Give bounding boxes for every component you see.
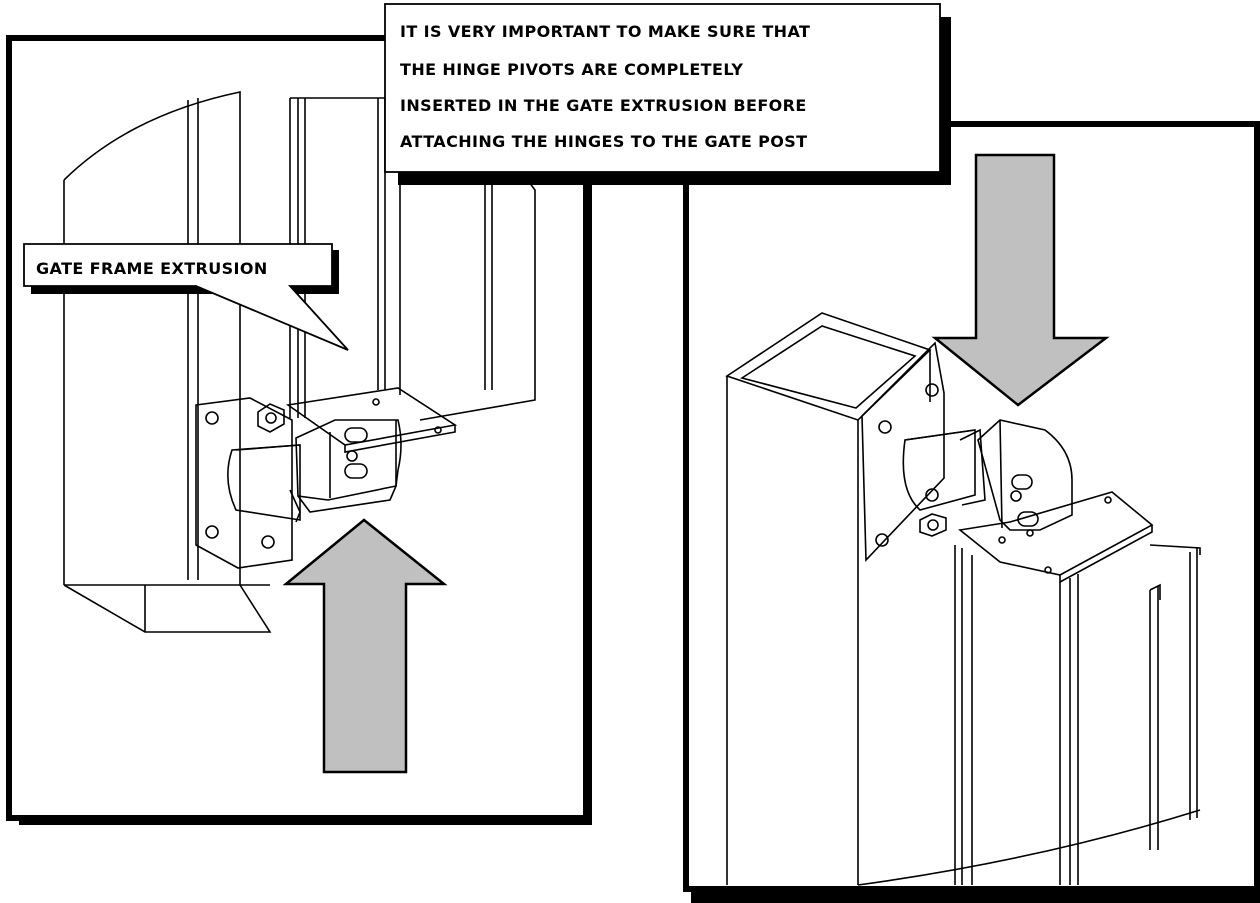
callout-bubble [23, 243, 349, 351]
note-line-3: INSERTED IN THE GATE EXTRUSION BEFORE [400, 96, 807, 115]
important-note-callout: IT IS VERY IMPORTANT TO MAKE SURE THAT T… [384, 3, 951, 185]
gate-frame-extrusion-callout: GATE FRAME EXTRUSION [23, 243, 349, 351]
gate-frame-extrusion-label: GATE FRAME EXTRUSION [36, 259, 268, 278]
down-arrow [931, 153, 1110, 407]
right-panel [683, 121, 1260, 903]
left-gate-frame-drawing [63, 91, 536, 633]
note-line-2: THE HINGE PIVOTS ARE COMPLETELY [400, 60, 743, 79]
up-arrow [282, 518, 448, 774]
right-gate-post-drawing [725, 312, 1201, 886]
note-line-1: IT IS VERY IMPORTANT TO MAKE SURE THAT [400, 22, 810, 41]
note-box [384, 3, 941, 173]
note-line-4: ATTACHING THE HINGES TO THE GATE POST [400, 132, 808, 151]
